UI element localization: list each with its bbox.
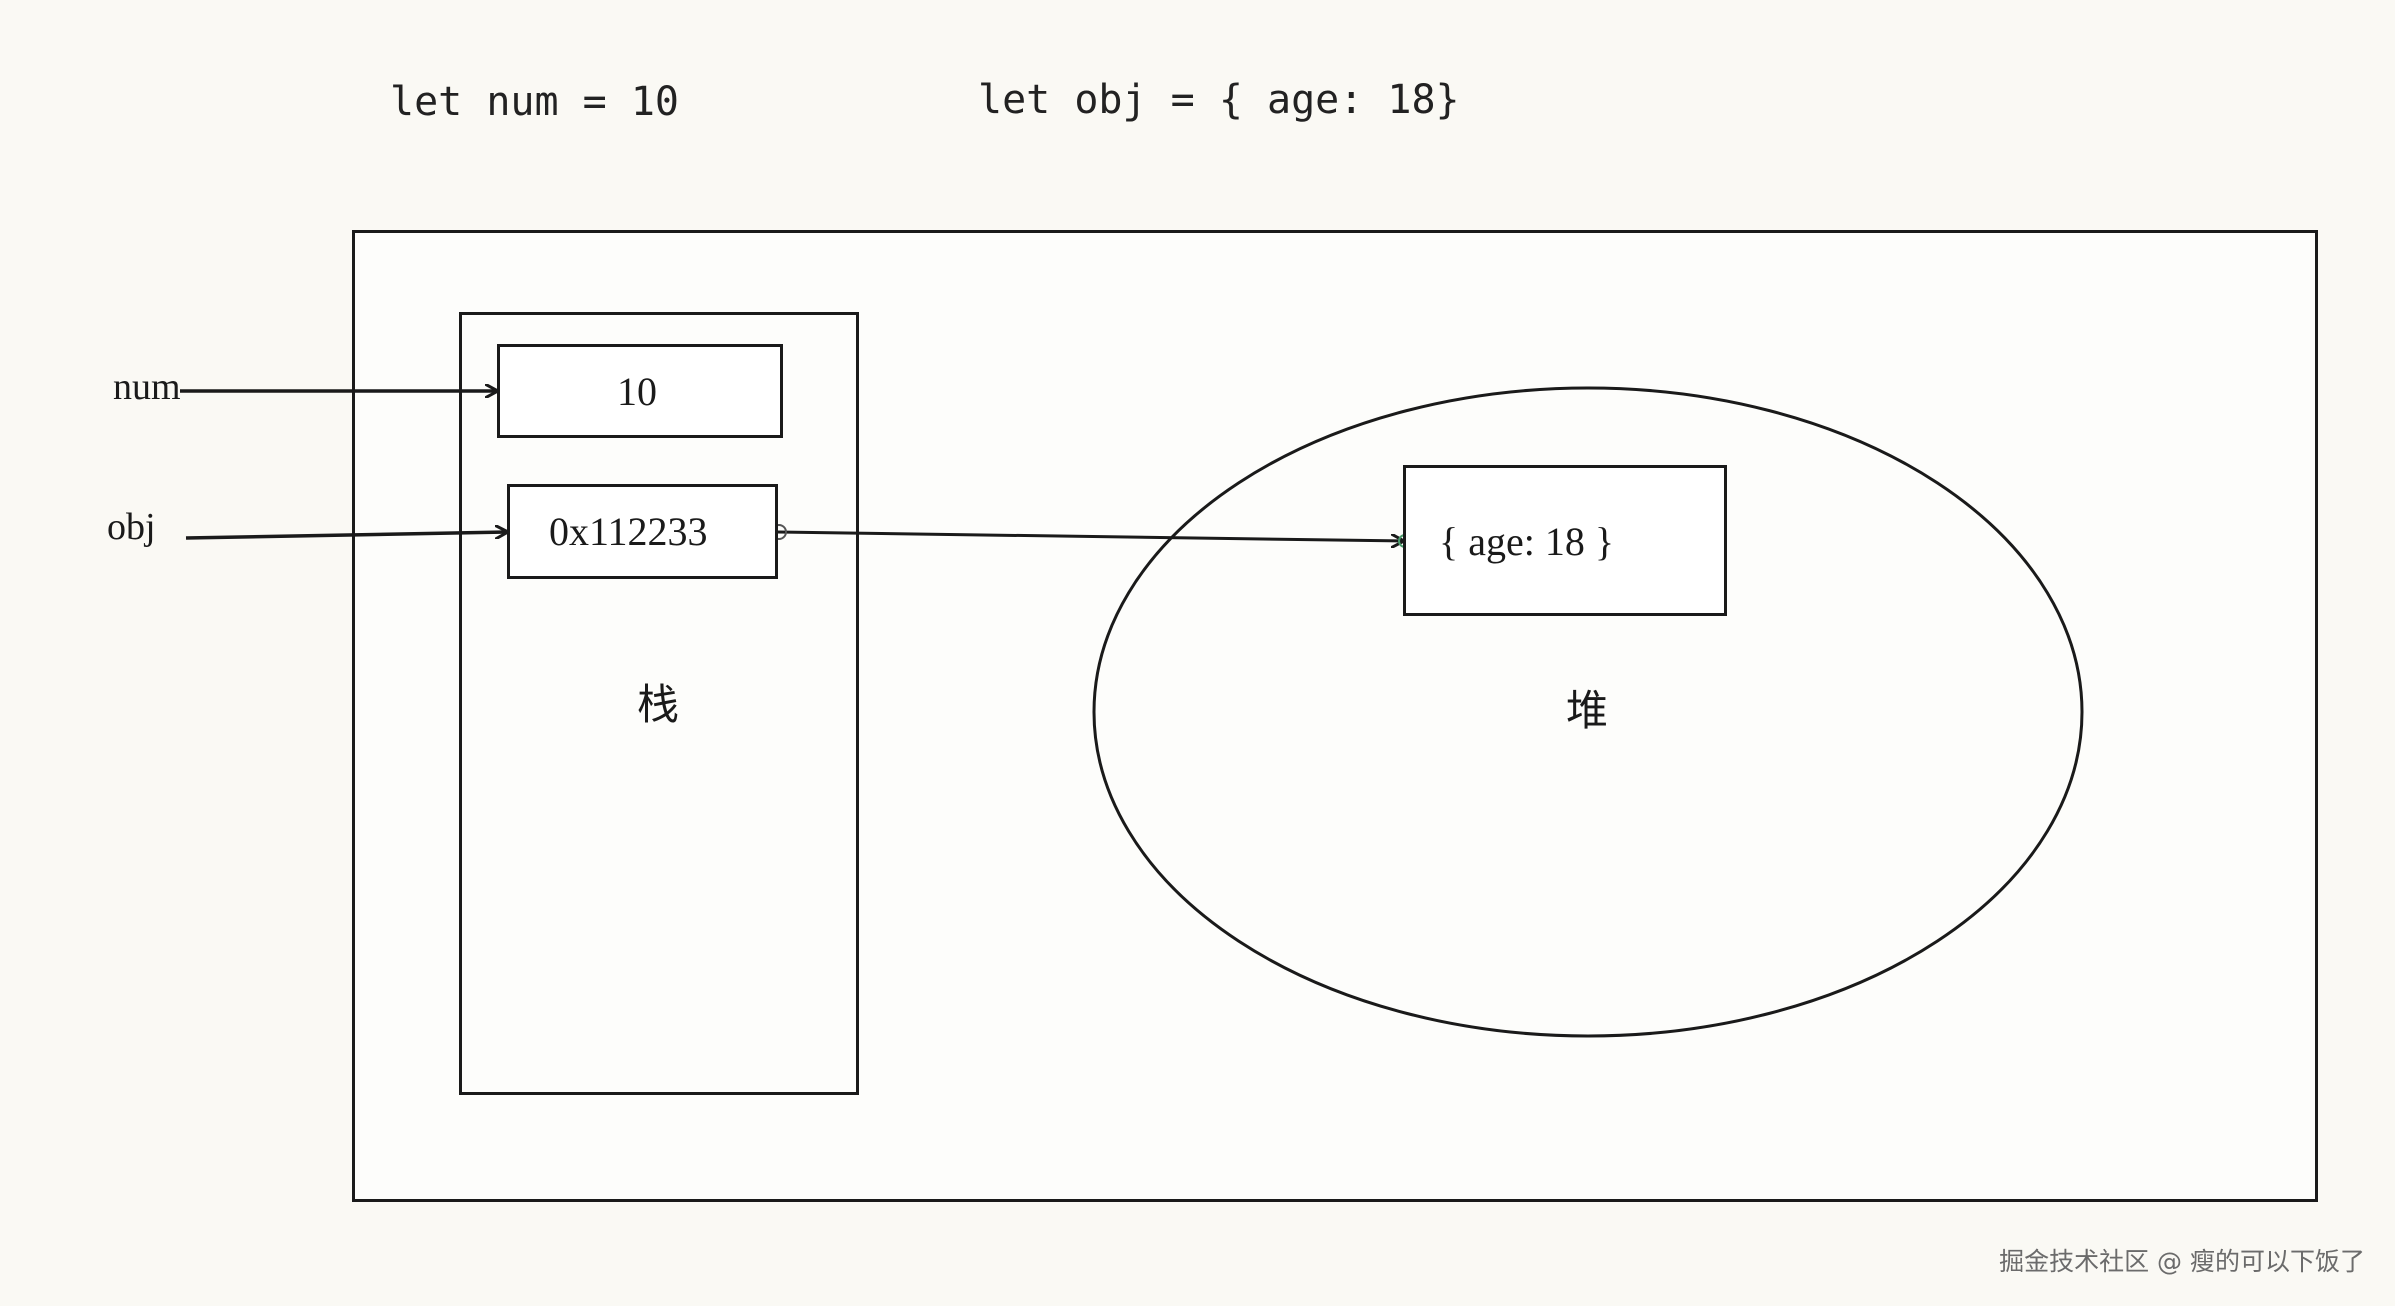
heap-object	[1403, 465, 1727, 616]
code-obj-declaration: let obj = { age: 18}	[978, 77, 1460, 123]
obj-address: 0x112233	[549, 509, 708, 554]
code-num-declaration: let num = 10	[390, 79, 679, 125]
num-value: 10	[617, 369, 657, 414]
variable-obj-label: obj	[107, 506, 156, 548]
heap-label: 堆	[1566, 686, 1609, 735]
variable-num-label: num	[113, 366, 181, 408]
heap-object-value: { age: 18 }	[1439, 519, 1615, 564]
stack-region	[459, 312, 859, 1095]
stack-cell-obj	[507, 484, 778, 579]
stack-label: 栈	[637, 680, 680, 729]
watermark: 掘金技术社区 @ 瘦的可以下饭了	[1999, 1247, 2365, 1276]
stack-cell-num	[497, 344, 783, 438]
